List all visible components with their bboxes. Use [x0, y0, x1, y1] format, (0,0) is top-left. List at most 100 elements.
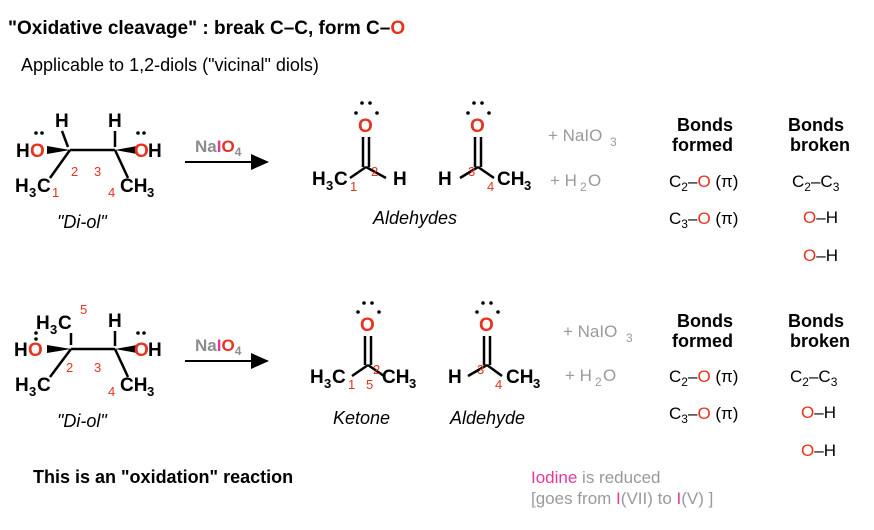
svg-text:C: C: [37, 375, 51, 396]
svg-text:O: O: [360, 315, 375, 336]
svg-text:4: 4: [108, 185, 115, 200]
svg-text:O–H: O–H: [801, 441, 836, 460]
svg-text:3: 3: [147, 185, 154, 200]
svg-text:H: H: [438, 169, 452, 190]
svg-text:C3–O (π): C3–O (π): [669, 404, 738, 426]
svg-text:O: O: [134, 141, 149, 162]
svg-text:H: H: [393, 169, 407, 190]
svg-text:CH: CH: [497, 169, 524, 190]
svg-text:2: 2: [66, 360, 73, 375]
svg-text:C3–O (π): C3–O (π): [669, 209, 738, 231]
svg-text:H: H: [55, 111, 69, 132]
svg-text:C: C: [37, 176, 51, 197]
svg-text:2: 2: [371, 164, 378, 179]
svg-text:NaIO4: NaIO4: [195, 336, 242, 358]
svg-text:C: C: [332, 367, 346, 388]
svg-text:3: 3: [409, 376, 416, 391]
svg-text:3: 3: [468, 164, 475, 179]
svg-text:3: 3: [477, 362, 484, 377]
svg-text:CH: CH: [506, 367, 533, 388]
svg-text:2: 2: [71, 164, 78, 179]
svg-text:3: 3: [626, 331, 633, 345]
svg-text:3: 3: [147, 384, 154, 399]
svg-text:H: H: [448, 367, 462, 388]
svg-text:Bonds: Bonds: [677, 311, 733, 331]
svg-text:4: 4: [495, 377, 502, 392]
svg-text:H: H: [14, 340, 28, 361]
iodine-reduced-note: Iodine is reduced: [531, 468, 661, 487]
svg-text:broken: broken: [790, 135, 850, 155]
svg-text:O: O: [588, 171, 601, 190]
reactant-label-1: "Di-ol": [57, 212, 108, 232]
svg-text:H: H: [312, 169, 326, 190]
svg-text:NaIO4: NaIO4: [195, 137, 242, 159]
svg-text:+ H: + H: [565, 366, 592, 385]
svg-text:3: 3: [29, 384, 36, 399]
svg-text:Bonds: Bonds: [788, 115, 844, 135]
svg-text:C: C: [58, 313, 72, 334]
svg-text:H: H: [16, 141, 30, 162]
svg-text:3: 3: [94, 360, 101, 375]
svg-text:+ H: + H: [550, 171, 577, 190]
reaction-arrow-2: NaIO4: [185, 336, 269, 369]
svg-text:formed: formed: [672, 135, 733, 155]
svg-text:Bonds: Bonds: [677, 115, 733, 135]
svg-text:C2–C3: C2–C3: [790, 367, 838, 389]
svg-text:H: H: [108, 311, 122, 332]
svg-text:2: 2: [580, 180, 587, 194]
svg-text:3: 3: [610, 135, 617, 149]
svg-text:broken: broken: [790, 331, 850, 351]
svg-text:1: 1: [348, 377, 355, 392]
svg-text:formed: formed: [672, 331, 733, 351]
svg-text:H: H: [36, 313, 50, 334]
product-label-aldehyde: Aldehyde: [449, 408, 525, 428]
svg-text:O: O: [134, 340, 149, 361]
svg-text:+ NaIO: + NaIO: [563, 322, 617, 341]
svg-text:O: O: [358, 116, 373, 137]
svg-text:H: H: [15, 176, 29, 197]
bonds-table-2: Bonds formed Bonds broken C2–O (π) C3–O …: [669, 311, 850, 460]
svg-text:H: H: [310, 367, 324, 388]
bonds-table-1: Bonds formed Bonds broken C2–O (π) C3–O …: [669, 115, 850, 265]
svg-text:3: 3: [533, 376, 540, 391]
svg-text:O–H: O–H: [803, 246, 838, 265]
svg-text:Bonds: Bonds: [788, 311, 844, 331]
svg-text:C2–C3: C2–C3: [792, 172, 840, 194]
svg-text:O: O: [603, 366, 616, 385]
page-title: "Oxidative cleavage" : break C–C, form C…: [8, 18, 406, 39]
svg-text:H: H: [108, 111, 122, 132]
svg-text:3: 3: [94, 164, 101, 179]
svg-text:2: 2: [595, 375, 602, 389]
svg-text:3: 3: [326, 178, 333, 193]
svg-text:4: 4: [108, 384, 115, 399]
svg-text:C: C: [334, 169, 348, 190]
svg-text:H: H: [148, 141, 162, 162]
svg-text:O: O: [28, 340, 43, 361]
svg-text:H: H: [148, 340, 162, 361]
svg-text:O–H: O–H: [803, 208, 838, 227]
svg-text:O: O: [470, 116, 485, 137]
svg-text:C2–O (π): C2–O (π): [669, 367, 738, 389]
svg-text:3: 3: [324, 376, 331, 391]
svg-text:3: 3: [29, 185, 36, 200]
page-subtitle: Applicable to 1,2-diols ("vicinal" diols…: [21, 55, 319, 75]
svg-text:2: 2: [373, 362, 380, 377]
svg-text:3: 3: [50, 322, 57, 337]
svg-text:4: 4: [487, 179, 494, 194]
svg-text:C2–O (π): C2–O (π): [669, 172, 738, 194]
reactant-label-2: "Di-ol": [57, 411, 108, 431]
svg-text:O: O: [30, 141, 45, 162]
reaction-arrow-1: NaIO4: [185, 137, 269, 170]
svg-text:H: H: [15, 375, 29, 396]
iodine-oxidation-state-note: [goes from I(VII) to I(V) ]: [531, 489, 714, 508]
svg-text:O–H: O–H: [801, 403, 836, 422]
svg-text:3: 3: [524, 178, 531, 193]
svg-text:CH: CH: [382, 367, 409, 388]
footer-oxidation-note: This is an "oxidation" reaction: [33, 467, 294, 487]
svg-text:+ NaIO: + NaIO: [548, 126, 602, 145]
